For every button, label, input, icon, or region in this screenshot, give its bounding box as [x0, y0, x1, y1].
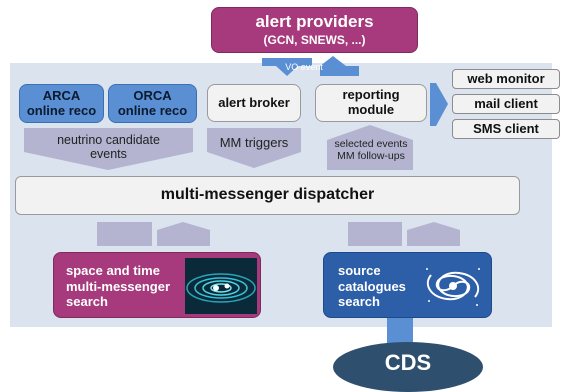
catalogues-line-1: source: [338, 263, 381, 278]
vo-event-up-arrow: [320, 56, 359, 76]
alert-broker-box: alert broker: [207, 84, 301, 122]
catalogues-line-3: search: [338, 294, 380, 310]
space-time-search-box: space and time multi-messenger search: [53, 252, 261, 318]
mail-client-box: mail client: [452, 94, 560, 114]
reporting-caption: selected events MM follow-ups: [318, 138, 424, 162]
reco-to-dispatcher-arrow: [24, 128, 193, 170]
spiral-galaxy-icon: [426, 268, 480, 306]
space-time-label: space and time multi-messenger search: [66, 263, 170, 310]
neutrino-caption-line-1: neutrino candidate: [57, 133, 160, 147]
catalogues-to-dispatcher-arrow: [407, 222, 460, 246]
dispatcher-to-spacetime-arrow: [97, 222, 152, 246]
cds-ellipse: CDS: [333, 342, 483, 392]
sms-client-box: SMS client: [452, 119, 560, 139]
gravitational-wave-icon: [185, 258, 257, 314]
catalogues-label: source catalogues search: [338, 263, 406, 310]
broker-to-dispatcher-arrow: [207, 128, 301, 168]
multi-messenger-dispatcher-box: multi-messenger dispatcher: [15, 176, 520, 215]
reporting-module-box: reporting module: [315, 84, 427, 122]
alert-providers-subtitle: (GCN, SNEWS, ...): [263, 32, 366, 47]
arca-line-1: ARCA: [42, 87, 81, 103]
catalogues-line-2: catalogues: [338, 278, 406, 294]
space-time-line-3: search: [66, 294, 108, 310]
alert-providers-box: alert providers (GCN, SNEWS, ...): [211, 7, 418, 53]
dispatcher-to-catalogues-arrow: [348, 222, 402, 246]
space-time-line-2: multi-messenger: [66, 278, 171, 294]
flow-arrows: [24, 56, 460, 346]
space-time-line-1: space and time: [66, 263, 160, 278]
orca-online-reco-box: ORCA online reco: [108, 84, 197, 123]
reporting-line-1: reporting: [342, 87, 400, 103]
reporting-caption-line-1: selected events: [334, 138, 408, 150]
arca-online-reco-box: ARCA online reco: [19, 84, 104, 123]
mm-triggers-caption: MM triggers: [219, 135, 289, 150]
reporting-caption-line-2: MM follow-ups: [337, 150, 405, 163]
dispatcher-to-reporting-arrow: [327, 125, 413, 170]
neutrino-caption-line-2: events: [90, 147, 127, 162]
orca-line-2: online reco: [117, 102, 188, 118]
web-monitor-box: web monitor: [452, 69, 560, 89]
spacetime-to-dispatcher-arrow: [157, 222, 210, 246]
reporting-to-outputs-arrow: [430, 83, 448, 126]
reporting-line-2: module: [347, 102, 395, 117]
neutrino-candidate-caption: neutrino candidate events: [24, 133, 193, 162]
arca-line-2: online reco: [26, 102, 97, 118]
orca-line-1: ORCA: [133, 87, 172, 103]
alert-providers-title: alert providers: [255, 12, 374, 32]
vo-event-label: VO event: [285, 62, 323, 72]
alert-broker-label: alert broker: [218, 94, 290, 110]
source-catalogues-search-box: source catalogues search: [323, 252, 492, 318]
vo-event-down-arrow: [262, 58, 312, 76]
